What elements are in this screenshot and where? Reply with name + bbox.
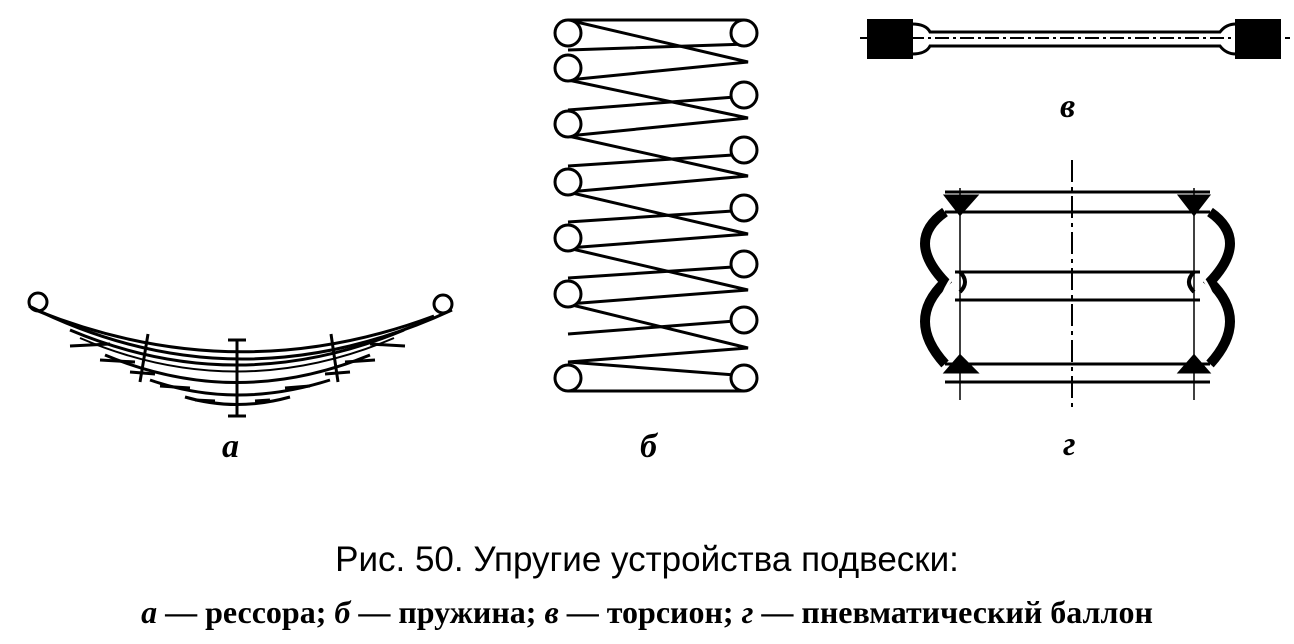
legend-sep-v: —	[558, 594, 607, 630]
coil-spring-drawing	[553, 18, 759, 393]
figure-caption-legend: а — рессора; б — пружина; в — торсион; г…	[0, 594, 1294, 631]
label-g: г	[1063, 426, 1076, 463]
legend-text-v: торсион	[606, 594, 723, 630]
legend-text-g: пневматический баллон	[801, 594, 1153, 630]
leaf-spring-drawing	[27, 291, 454, 418]
figure-caption-title: Рис. 50. Упругие устройства подвески:	[335, 540, 959, 579]
legend-delim-a: ;	[315, 594, 335, 630]
legend-letter-v: в	[544, 594, 559, 630]
label-a: а	[222, 428, 239, 465]
label-v: в	[1060, 88, 1076, 125]
torsion-bar-drawing	[860, 19, 1290, 59]
label-b: б	[640, 428, 657, 465]
legend-letter-b: б	[334, 594, 351, 630]
legend-sep-a: —	[157, 594, 206, 630]
legend-letter-a: а	[141, 594, 158, 630]
legend-delim-v: ;	[722, 594, 742, 630]
legend-letter-g: г	[741, 594, 754, 630]
legend-sep-b: —	[350, 594, 399, 630]
legend-delim-b: ;	[525, 594, 545, 630]
legend-text-a: рессора	[205, 594, 316, 630]
air-bellows-drawing	[920, 160, 1235, 410]
legend-text-b: пружина	[398, 594, 526, 630]
legend-sep-g: —	[753, 594, 802, 630]
